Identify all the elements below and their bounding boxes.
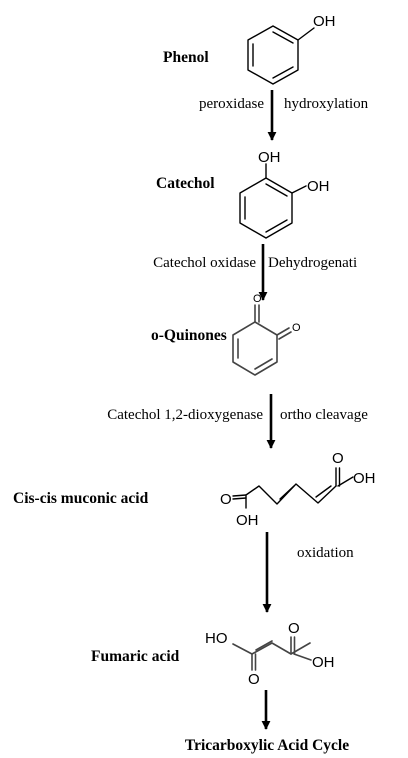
step1-enzyme-label: peroxidase: [199, 96, 264, 112]
muconic-acid-structure: O OH O OH: [220, 450, 376, 529]
phenol-structure: OH: [247, 13, 336, 85]
step1-process-label: hydroxylation: [284, 96, 369, 112]
fumaric-o-bottom-label: O: [248, 671, 260, 688]
muconic-oh-bottom-label: OH: [236, 512, 259, 529]
fumaric-ho-left-label: HO: [205, 630, 228, 647]
fumaric-oh-right-label: OH: [312, 654, 335, 671]
muconic-acid-label: Cis-cis muconic acid: [13, 490, 149, 507]
muconic-oh-right-label: OH: [353, 470, 376, 487]
phenol-label: Phenol: [163, 49, 209, 66]
catechol-oh-right-label: OH: [307, 178, 330, 195]
catechol-structure: OH OH: [239, 149, 330, 239]
phenol-oh-label: OH: [313, 13, 336, 30]
catechol-oh-top-label: OH: [258, 149, 281, 166]
step2-process-label: Dehydrogenati: [268, 255, 357, 271]
step4-process-label: oxidation: [297, 545, 354, 561]
muconic-o-top-label: O: [332, 450, 344, 467]
tca-cycle-label: Tricarboxylic Acid Cycle: [185, 737, 349, 754]
quinone-o-right-label: O: [292, 322, 301, 334]
quinone-o-top-label: O: [253, 293, 262, 305]
muconic-o-left-label: O: [220, 491, 232, 508]
fumaric-o-top-label: O: [288, 620, 300, 637]
fumaric-acid-structure: HO O O OH: [205, 620, 335, 688]
step3-enzyme-label: Catechol 1,2-dioxygenase: [107, 407, 263, 423]
step2-enzyme-label: Catechol oxidase: [153, 255, 256, 271]
o-quinone-structure: O O: [232, 293, 301, 376]
catechol-label: Catechol: [156, 175, 215, 192]
step3-process-label: ortho cleavage: [280, 407, 368, 423]
o-quinones-label: o-Quinones: [151, 327, 227, 344]
fumaric-acid-label: Fumaric acid: [91, 648, 180, 665]
